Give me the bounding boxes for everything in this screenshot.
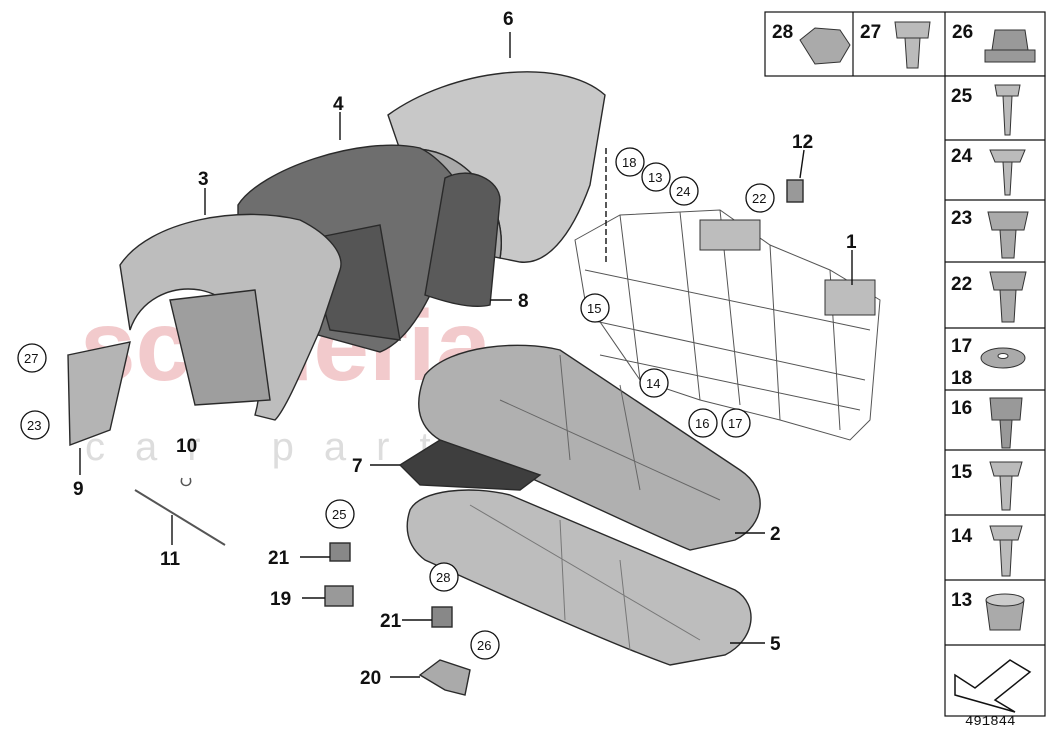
callout-11: 11 [160, 549, 181, 570]
part-21-clip-b[interactable] [431, 606, 453, 628]
svg-text:22: 22 [752, 191, 766, 206]
svg-text:15: 15 [587, 301, 601, 316]
table-label-16: 16 [951, 398, 972, 419]
table-label-23: 23 [951, 208, 972, 229]
screw-icon-14 [989, 525, 1023, 577]
part-12-clip[interactable] [786, 179, 804, 203]
circled-ref-26: 26 [470, 630, 500, 660]
callout-8: 8 [518, 291, 529, 312]
svg-text:23: 23 [27, 418, 41, 433]
callout-9: 9 [73, 479, 84, 500]
part-21-clip-a[interactable] [329, 542, 351, 562]
part-20-bracket[interactable] [418, 659, 471, 696]
callout-3: 3 [198, 169, 209, 190]
part-1-frame[interactable] [574, 209, 881, 441]
circled-references: 27 23 25 28 26 18 13 24 22 15 14 16 17 [17, 147, 775, 660]
svg-text:27: 27 [24, 351, 38, 366]
screw-icon-16 [989, 397, 1023, 449]
circled-ref-17: 17 [721, 408, 751, 438]
flange-nut-icon [984, 29, 1036, 63]
diagram-number: 491844 [965, 714, 1015, 730]
svg-text:26: 26 [477, 638, 491, 653]
callout-10: 10 [176, 436, 197, 457]
circled-ref-16: 16 [688, 408, 718, 438]
table-label-26: 26 [952, 22, 973, 43]
part-7-seat-pad[interactable] [398, 439, 542, 491]
svg-text:24: 24 [676, 184, 690, 199]
circled-ref-23: 23 [20, 410, 50, 440]
svg-text:14: 14 [646, 376, 660, 391]
table-label-18: 18 [951, 368, 972, 389]
part-9-side-bolster[interactable] [67, 341, 131, 447]
screw-icon-22 [989, 271, 1027, 323]
circled-ref-27: 27 [17, 343, 47, 373]
part-8-pad[interactable] [424, 172, 501, 308]
circled-ref-13: 13 [641, 162, 671, 192]
table-label-24: 24 [951, 146, 973, 167]
screw-icon-24 [989, 149, 1026, 196]
table-label-14: 14 [951, 526, 973, 547]
table-label-28: 28 [772, 22, 793, 43]
svg-text:16: 16 [695, 416, 709, 431]
nut-icon [799, 27, 851, 65]
part-2-seat-cushion[interactable] [418, 344, 761, 551]
callout-12: 12 [792, 132, 813, 153]
callout-2: 2 [770, 524, 781, 545]
arrow-direction-icon [954, 659, 1032, 713]
part-10-spring-clip[interactable] [180, 477, 192, 487]
circled-ref-14: 14 [639, 368, 669, 398]
callout-7: 7 [352, 456, 363, 477]
table-label-27: 27 [860, 22, 881, 43]
callout-21b: 21 [380, 611, 402, 632]
table-label-22: 22 [951, 274, 972, 295]
collar-bolt-icon [894, 21, 931, 69]
part-5-seat-base[interactable] [406, 489, 752, 666]
part-19-bracket[interactable] [324, 585, 354, 607]
screw-icon-23 [987, 211, 1029, 259]
leader-lines [79, 32, 853, 678]
svg-text:17: 17 [728, 416, 742, 431]
callout-5: 5 [770, 634, 781, 655]
callout-6: 6 [503, 9, 514, 30]
table-label-25: 25 [951, 86, 973, 107]
screw-icon-15 [989, 461, 1023, 511]
part-11-rod[interactable] [134, 489, 226, 546]
circled-ref-24: 24 [669, 176, 699, 206]
svg-text:18: 18 [622, 155, 636, 170]
callout-labels: 6 4 3 1 8 7 2 5 9 10 11 12 21 19 21 20 [73, 9, 857, 689]
fastener-table: 28 27 26 25 24 23 22 17 18 16 15 14 13 4… [764, 11, 1046, 730]
svg-text:25: 25 [332, 507, 346, 522]
table-label-13: 13 [951, 590, 972, 611]
table-label-17: 17 [951, 336, 972, 357]
table-label-15: 15 [951, 462, 973, 483]
part-3-backrest-cover[interactable] [119, 213, 342, 421]
callout-1: 1 [846, 232, 857, 253]
svg-text:13: 13 [648, 170, 662, 185]
callout-20: 20 [360, 668, 381, 689]
callout-19: 19 [270, 589, 291, 610]
screw-icon-25 [994, 84, 1021, 136]
circled-ref-15: 15 [580, 293, 610, 323]
callout-4: 4 [333, 94, 344, 115]
circled-ref-22: 22 [745, 183, 775, 213]
circled-ref-18: 18 [615, 147, 645, 177]
svg-text:28: 28 [436, 570, 450, 585]
circled-ref-25: 25 [325, 499, 355, 529]
callout-21a: 21 [268, 548, 290, 569]
circled-ref-28: 28 [429, 562, 459, 592]
